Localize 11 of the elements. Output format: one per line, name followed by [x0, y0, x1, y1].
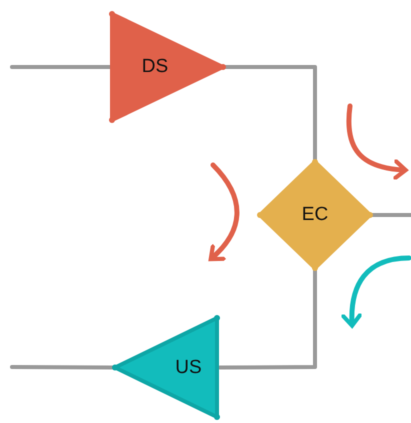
- signal-line: [370, 213, 411, 217]
- signal-line: [218, 268, 317, 370]
- signal-line: [223, 65, 317, 162]
- node-label: EC: [302, 204, 328, 226]
- signal-line: [10, 365, 114, 370]
- node-label: DS: [142, 56, 168, 78]
- signal-line: [10, 65, 112, 69]
- node-label: US: [175, 356, 202, 378]
- triangle-node: [112, 315, 220, 420]
- diamond-node: [258, 160, 372, 270]
- triangle-node: [110, 12, 225, 122]
